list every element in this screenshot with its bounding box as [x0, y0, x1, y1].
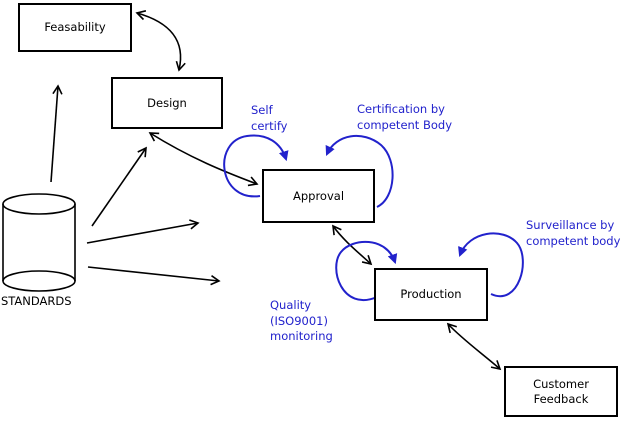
arrow-standards-feasability — [50, 84, 63, 183]
loop-self-certify — [223, 134, 289, 198]
node-feasability-label: Feasability — [44, 20, 106, 34]
arrow-design-approval — [148, 132, 259, 187]
arrow-standards-approval — [86, 219, 200, 244]
annotation-self-certify: Self certify — [251, 103, 288, 133]
annotation-quality: Quality (ISO9001) monitoring — [270, 298, 333, 343]
standards-label: STANDARDS — [1, 294, 72, 308]
node-design: Design — [111, 77, 223, 129]
node-production: Production — [374, 268, 488, 321]
node-design-label: Design — [147, 95, 187, 110]
node-approval: Approval — [262, 169, 375, 223]
node-customer-feedback: Customer Feedback — [504, 366, 618, 417]
loop-quality — [335, 240, 398, 301]
standards-cylinder — [2, 193, 76, 292]
loop-surveillance — [458, 232, 524, 298]
arrow-standards-production — [87, 266, 221, 286]
loop-certification — [325, 134, 394, 208]
node-customer-feedback-label: Customer Feedback — [533, 376, 589, 406]
arrow-feasability-design — [135, 10, 186, 72]
arrow-standards-design — [91, 146, 147, 227]
node-production-label: Production — [400, 287, 462, 301]
annotation-certification: Certification by competent Body — [357, 102, 453, 132]
annotation-surveillance: Surveillance by competent body — [526, 218, 621, 248]
arrow-production-customer-feedback — [446, 322, 502, 371]
arrow-approval-production — [332, 224, 373, 266]
node-approval-label: Approval — [292, 188, 345, 203]
node-feasability: Feasability — [18, 3, 132, 52]
